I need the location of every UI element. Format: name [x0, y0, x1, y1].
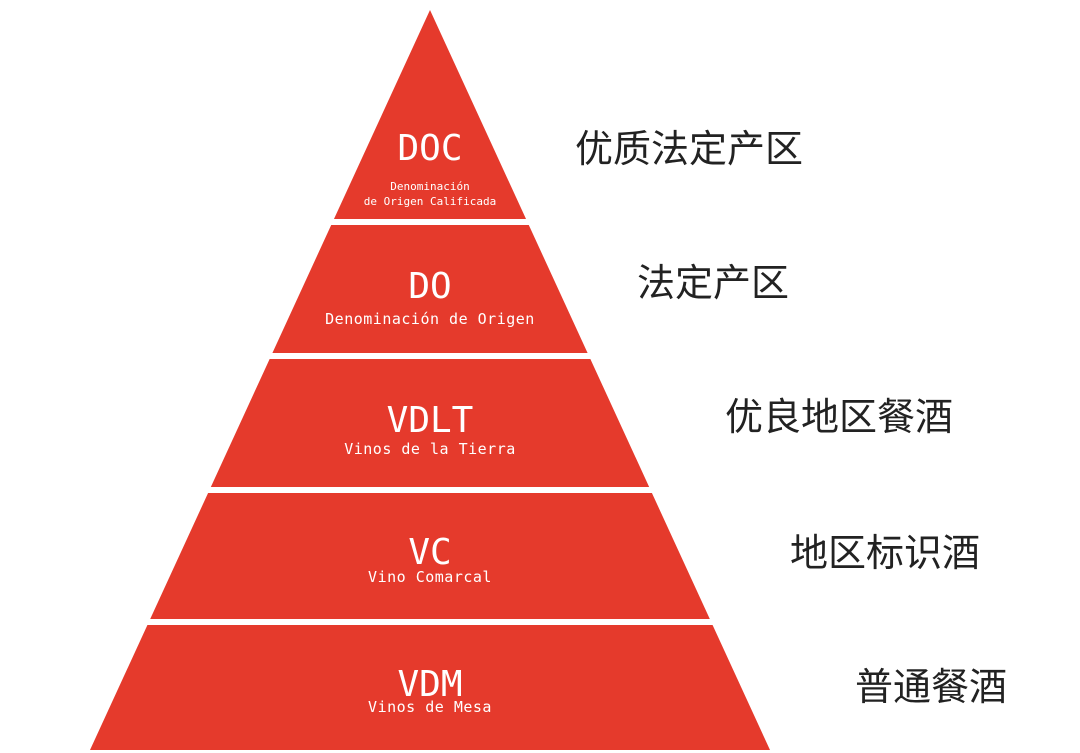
- tier-full-name-vc: Vino Comarcal: [368, 568, 492, 586]
- tier-doc: DOC Denominación de Origen Calificada: [333, 10, 527, 219]
- tier-shape-vdm: [90, 625, 770, 750]
- tier-shape-vdlt: [210, 359, 650, 487]
- tier-abbr-do: DO: [408, 266, 451, 307]
- tier-cn-label-vc: 地区标识酒: [790, 531, 981, 575]
- tier-shape-vc: [150, 493, 710, 619]
- tier-cn-label-vdm: 普通餐酒: [855, 665, 1008, 709]
- tier-abbr-vdm: VDM: [397, 664, 462, 705]
- tier-full-name-vdm: Vinos de Mesa: [368, 698, 492, 716]
- tier-full-name-vdlt: Vinos de la Tierra: [344, 440, 516, 458]
- tier-full-name-doc-line-1: Denominación: [390, 180, 469, 193]
- tier-abbr-vdlt: VDLT: [387, 400, 474, 441]
- tier-cn-label-vdlt: 优良地区餐酒: [725, 395, 954, 439]
- tier-shape-doc: [333, 10, 527, 219]
- tier-abbr-vc: VC: [408, 532, 451, 573]
- tier-cn-label-do: 法定产区: [637, 261, 790, 305]
- tier-cn-label-doc: 优质法定产区: [575, 127, 804, 171]
- tier-full-name-do: Denominación de Origen: [325, 310, 535, 328]
- tier-do: DO Denominación de Origen: [272, 225, 588, 353]
- tier-full-name-doc-line-2: de Origen Calificada: [364, 195, 496, 208]
- tier-shape-do: [272, 225, 588, 353]
- tier-abbr-doc: DOC: [397, 128, 462, 169]
